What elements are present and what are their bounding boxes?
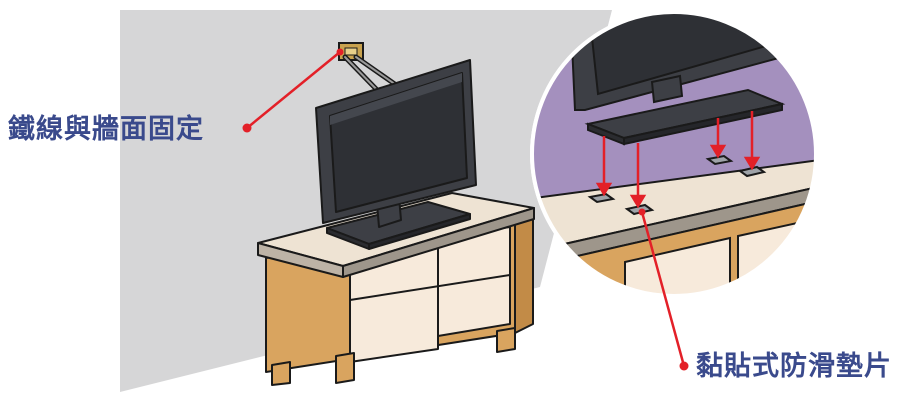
callout-pad [638, 208, 689, 371]
inset-cabinet-door [737, 216, 816, 296]
placement-arrows [595, 111, 761, 209]
tv-cabinet [257, 192, 535, 386]
pad [587, 192, 616, 204]
cabinet-leg [335, 352, 355, 384]
anti-slip-pads [587, 154, 767, 216]
anti-slip-pad-label: 黏貼式防滑墊片 [696, 351, 892, 382]
inset-cabinet-door [624, 236, 731, 296]
cabinet-leg [271, 361, 291, 386]
cabinet-leg [496, 327, 516, 353]
television [315, 59, 477, 250]
wire-fix-label: 鐵線與牆面固定 [8, 114, 204, 145]
callout-wire [242, 48, 344, 133]
